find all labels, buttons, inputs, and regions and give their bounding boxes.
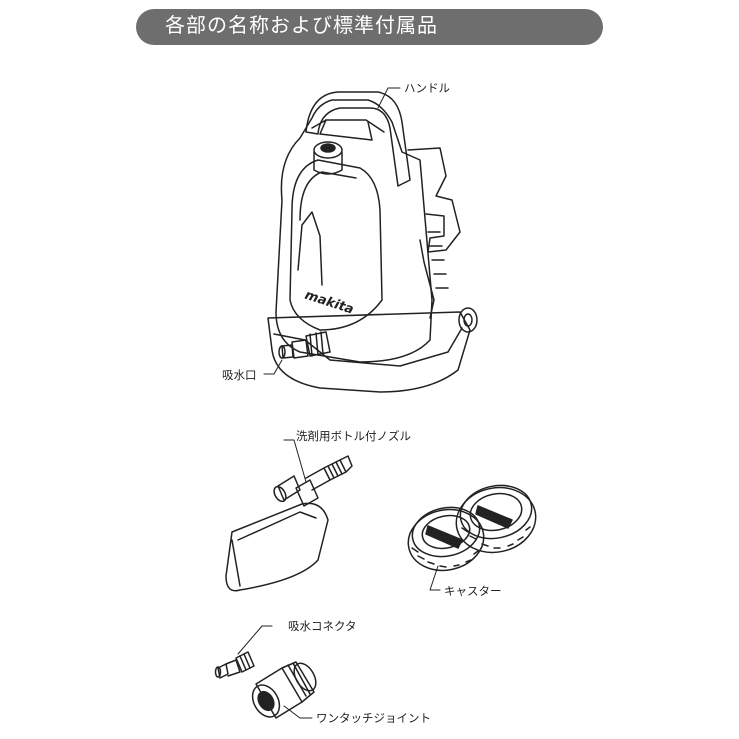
handle-label: ハンドル xyxy=(404,81,450,95)
detergent-nozzle-label: 洗剤用ボトル付ノズル xyxy=(296,429,411,443)
makita-logo: makita xyxy=(303,288,356,318)
inlet-connector-label: 吸水コネクタ xyxy=(288,619,357,633)
page-title: 各部の名称および標準付属品 xyxy=(165,13,438,37)
detergent-nozzle-illustration xyxy=(225,455,353,592)
header-banner xyxy=(136,9,603,45)
one-touch-joint-label: ワンタッチジョイント xyxy=(316,711,431,725)
inlet-label: 吸水口 xyxy=(222,368,257,382)
pressure-washer-illustration xyxy=(267,91,478,393)
casters-label: キャスター xyxy=(444,584,502,598)
inlet-connector-illustration xyxy=(214,651,255,679)
one-touch-joint-illustration xyxy=(251,661,317,719)
caster-wheels-illustration xyxy=(407,484,537,572)
